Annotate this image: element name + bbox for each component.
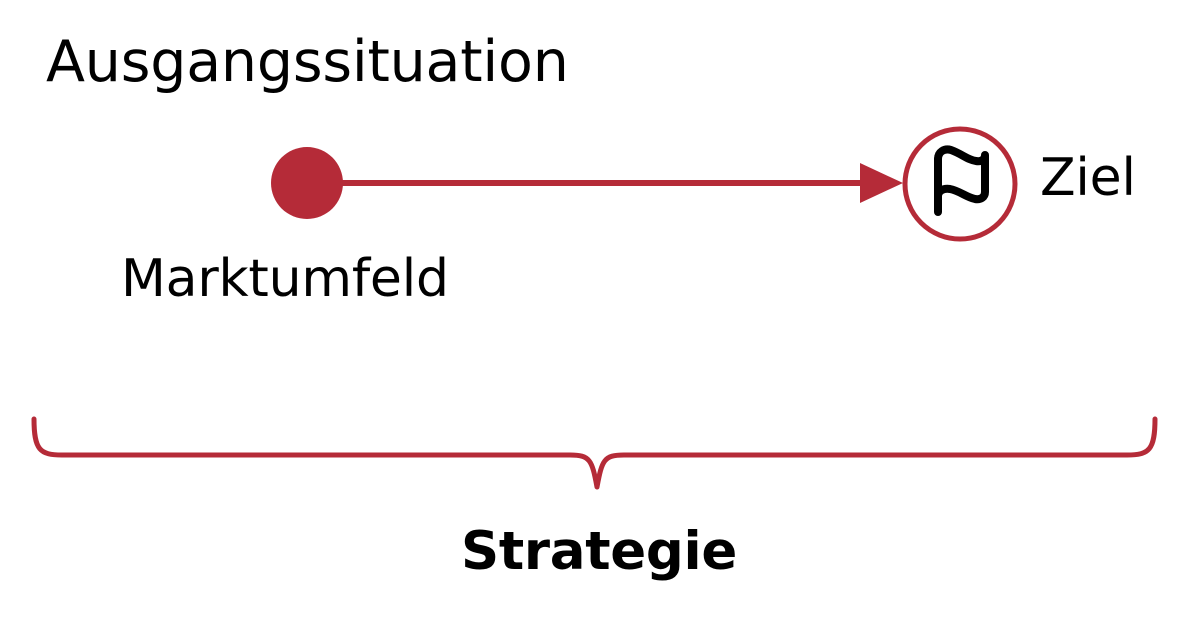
start-node-label: Marktumfeld bbox=[121, 249, 449, 309]
goal-node-circle bbox=[902, 126, 1018, 242]
flag-icon bbox=[934, 145, 989, 216]
strategy-brace-label: Strategie bbox=[461, 521, 738, 582]
page-title: Ausgangssituation bbox=[46, 29, 569, 95]
arrow-head bbox=[860, 163, 903, 203]
strategy-brace-path bbox=[31, 416, 1158, 490]
start-node-circle bbox=[271, 147, 343, 219]
goal-node-label: Ziel bbox=[1040, 148, 1136, 208]
